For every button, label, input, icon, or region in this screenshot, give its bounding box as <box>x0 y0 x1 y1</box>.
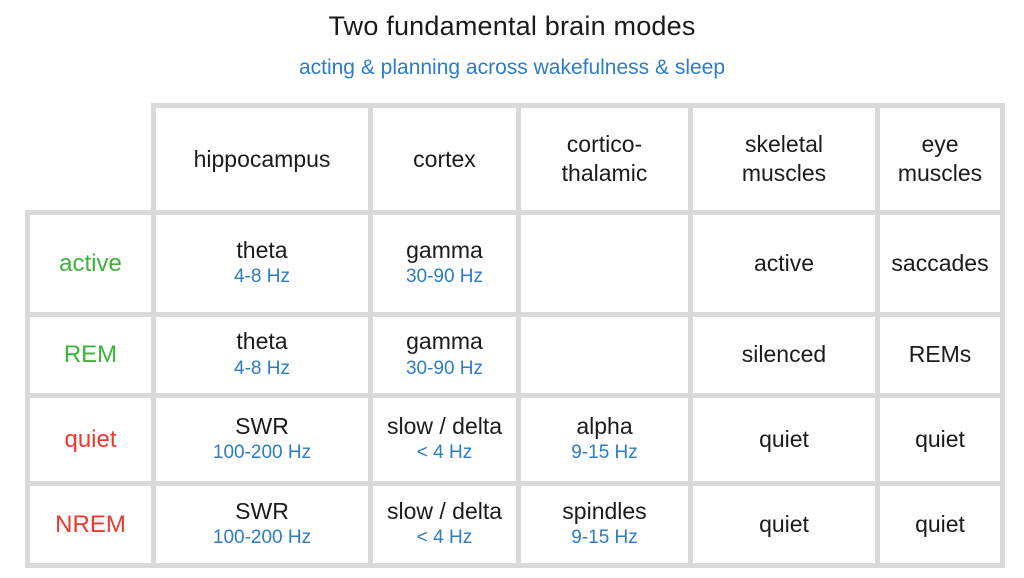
header-line: thalamic <box>561 160 648 186</box>
table-row-quiet: quiet SWR 100-200 Hz slow / delta < 4 Hz… <box>25 393 1005 486</box>
row-label-nrem: NREM <box>25 481 156 568</box>
cell-main: alpha <box>576 412 633 439</box>
cell-rem-skeletal-muscles: silenced <box>688 312 880 398</box>
cell-main: active <box>753 249 815 276</box>
cell-rem-cortico-thalamic-empty <box>516 312 693 398</box>
cell-active-hippocampus: theta 4-8 Hz <box>151 210 373 317</box>
cell-active-cortico-thalamic-empty <box>516 210 693 317</box>
cell-quiet-hippocampus: SWR 100-200 Hz <box>151 393 373 486</box>
cell-nrem-cortico-thalamic: spindles 9-15 Hz <box>516 481 693 568</box>
row-label-quiet: quiet <box>25 393 156 486</box>
header-line: cortico- <box>566 131 643 158</box>
cell-freq: 4-8 Hz <box>234 357 290 379</box>
cell-freq: 30-90 Hz <box>405 266 484 288</box>
header-line: muscles <box>741 160 827 186</box>
cell-quiet-cortico-thalamic: alpha 9-15 Hz <box>516 393 693 486</box>
cell-nrem-hippocampus: SWR 100-200 Hz <box>151 481 373 568</box>
corner-cell <box>28 106 154 213</box>
row-label-active: active <box>25 210 156 317</box>
cell-quiet-eye-muscles: quiet <box>875 393 1005 486</box>
cell-freq: 4-8 Hz <box>234 266 290 288</box>
header-line: skeletal <box>745 131 823 158</box>
cell-main: quiet <box>759 510 809 537</box>
slide-title: Two fundamental brain modes <box>328 11 696 41</box>
cell-nrem-skeletal-muscles: quiet <box>688 481 880 568</box>
cell-main: spindles <box>562 497 647 524</box>
header-cell-cortex: cortex <box>368 103 521 215</box>
header-line: muscles <box>897 160 983 186</box>
cell-rem-cortex: gamma 30-90 Hz <box>368 312 521 398</box>
cell-main: slow / delta <box>386 412 503 439</box>
cell-quiet-cortex: slow / delta < 4 Hz <box>368 393 521 486</box>
header-cell-eye-muscles: eye muscles <box>875 103 1005 215</box>
cell-rem-eye-muscles: REMs <box>875 312 1005 398</box>
cell-main: quiet <box>915 510 965 537</box>
header-line: eye <box>921 131 959 158</box>
header-cell-cortico-thalamic: cortico- thalamic <box>516 103 693 215</box>
cell-freq: 9-15 Hz <box>571 527 638 549</box>
cell-nrem-cortex: slow / delta < 4 Hz <box>368 481 521 568</box>
cell-freq: 100-200 Hz <box>212 527 312 549</box>
cell-freq: 9-15 Hz <box>571 442 638 464</box>
cell-main: SWR <box>235 497 289 524</box>
cell-active-eye-muscles: saccades <box>875 210 1005 317</box>
table-row-nrem: NREM SWR 100-200 Hz slow / delta < 4 Hz … <box>25 481 1005 568</box>
cell-main: gamma <box>406 236 483 263</box>
cell-freq: < 4 Hz <box>416 442 473 464</box>
cell-main: gamma <box>406 328 483 355</box>
cell-freq: 30-90 Hz <box>405 357 484 379</box>
cell-freq: 100-200 Hz <box>212 442 312 464</box>
cell-nrem-eye-muscles: quiet <box>875 481 1005 568</box>
cell-main: quiet <box>759 425 809 452</box>
header-line: hippocampus <box>193 145 331 172</box>
header-line: cortex <box>413 145 476 172</box>
cell-main: saccades <box>891 249 989 276</box>
cell-main: quiet <box>915 425 965 452</box>
cell-main: theta <box>236 328 288 355</box>
cell-main: SWR <box>235 412 289 439</box>
table-row-rem: REM theta 4-8 Hz gamma 30-90 Hz silenced… <box>25 312 1005 398</box>
cell-quiet-skeletal-muscles: quiet <box>688 393 880 486</box>
header-row: hippocampus cortex cortico- thalamic ske… <box>28 103 1005 215</box>
cell-main: theta <box>236 236 288 263</box>
slide-subtitle: acting & planning across wakefulness & s… <box>298 56 726 79</box>
cell-freq: < 4 Hz <box>416 527 473 549</box>
brain-modes-table: hippocampus cortex cortico- thalamic ske… <box>25 103 1005 568</box>
cell-main: REMs <box>908 341 972 368</box>
table-row-active: active theta 4-8 Hz gamma 30-90 Hz activ… <box>25 210 1005 317</box>
cell-rem-hippocampus: theta 4-8 Hz <box>151 312 373 398</box>
cell-main: slow / delta <box>386 497 503 524</box>
header-cell-hippocampus: hippocampus <box>151 103 373 215</box>
cell-active-skeletal-muscles: active <box>688 210 880 317</box>
header-cell-skeletal-muscles: skeletal muscles <box>688 103 880 215</box>
cell-active-cortex: gamma 30-90 Hz <box>368 210 521 317</box>
row-label-rem: REM <box>25 312 156 398</box>
cell-main: silenced <box>741 341 827 368</box>
